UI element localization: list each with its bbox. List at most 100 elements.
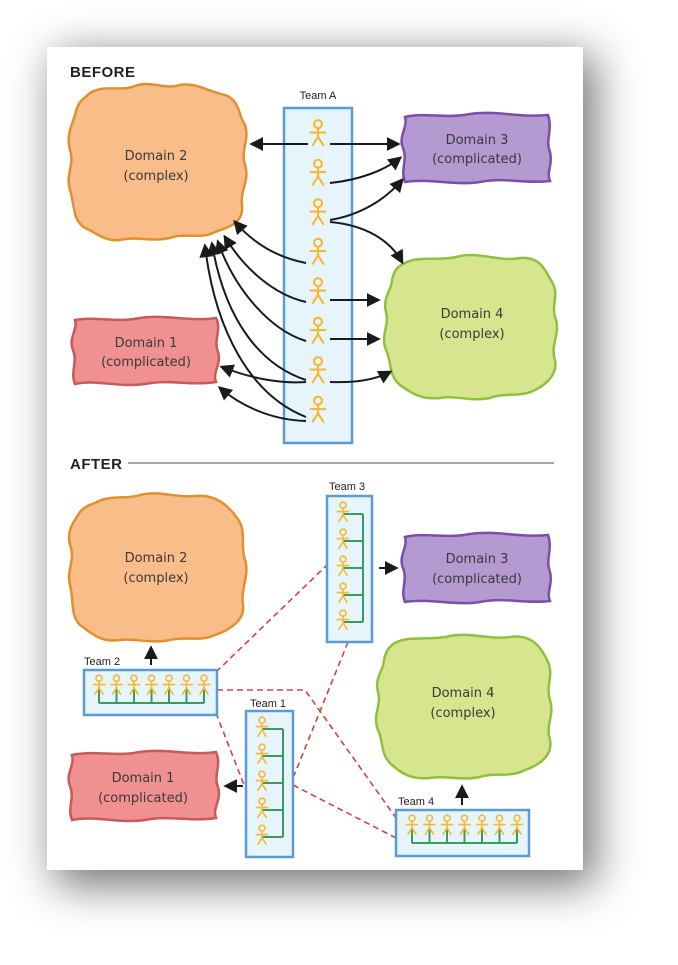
domain-3-type: (complicated) [432,572,522,587]
domain-3-type: (complicated) [432,152,522,167]
domain-2-type: (complex) [123,169,188,184]
person-icon [309,198,327,226]
person-icon [127,674,141,696]
person-icon [162,674,176,696]
person-icon [255,716,269,738]
arrow-a8-to-domain-1 [217,386,307,422]
team-1-label: Team 1 [250,698,286,710]
domain-2-name: Domain 2 [125,149,188,164]
person-icon [336,609,350,631]
domain-3-blob [400,111,552,185]
domain-3-blob [400,531,552,605]
before-domain-2: Domain 2 (complex) [67,82,248,242]
person-icon [475,814,489,836]
before-domain-1: Domain 1 (complicated) [70,315,221,387]
team-a-label: Team A [300,90,337,102]
person-icon [309,395,327,423]
team-a: Team A [282,90,354,445]
person-icon [145,674,158,696]
domain-3-name: Domain 3 [446,552,509,567]
arrow-a7-to-domain-4 [329,370,393,384]
person-icon [255,770,269,792]
arrow-a5-to-domain-2 [223,234,307,303]
arrow-a6-to-domain-2 [215,239,307,342]
team-link-lines [343,513,364,623]
person-icon [110,674,123,696]
arrow-a4-to-domain-2 [233,219,307,264]
after-domain-2: Domain 2 (complex) [67,492,248,643]
domain-2-type: (complex) [123,571,188,586]
team-link-lines [98,689,205,704]
domain-2-name: Domain 2 [125,551,188,566]
before-domain-4: Domain 4 (complex) [382,253,559,401]
person-icon [197,674,211,696]
team-link-lines [411,829,518,844]
person-icon [92,674,106,696]
person-icon [309,356,327,384]
person-icon [510,814,524,836]
arrow-a3-to-domain-4 [329,221,404,265]
team-3: Team 3 [325,481,374,644]
link-team2-team1 [215,712,247,791]
person-icon [255,743,269,765]
team-3-label: Team 3 [329,481,365,493]
team-link-lines [262,728,284,838]
person-icon [309,158,327,186]
team-3-members [336,501,364,631]
domain-4-name: Domain 4 [432,686,495,701]
arrow-a7-to-domain-2 [206,241,307,381]
domain-2-blob [67,492,248,643]
person-icon [440,814,454,836]
person-icon [423,814,436,836]
domain-1-blob [70,315,221,387]
domain-4-name: Domain 4 [441,307,504,322]
person-icon [309,316,327,344]
arrow-a3-to-domain-3 [329,177,404,221]
person-icon [336,555,350,577]
before-domain-3: Domain 3 (complicated) [400,111,552,185]
domain-1-type: (complicated) [101,355,191,370]
person-icon [336,582,350,604]
person-icon [255,797,269,819]
after-domain-3: Domain 3 (complicated) [400,531,552,605]
before-dependency-arrows [199,137,404,422]
person-icon [493,814,506,836]
link-team2-team4 [217,689,397,819]
person-icon [180,674,193,696]
arrow-a7-to-domain-1 [219,364,307,384]
link-team3-team1 [292,641,349,779]
team-2: Team 2 [82,656,219,717]
before-heading: BEFORE [70,64,136,81]
team-interaction-lines [215,564,397,839]
domain-1-type: (complicated) [98,791,188,806]
team-a-members [309,119,327,423]
arrow-a2-to-domain-3 [329,156,403,184]
after-domain-4: Domain 4 (complex) [374,633,553,780]
person-icon [458,814,471,836]
person-icon [405,814,419,836]
domain-1-name: Domain 1 [112,771,175,786]
team-1: Team 1 [244,698,295,859]
team-2-label: Team 2 [84,656,120,668]
domain-4-blob [374,633,553,780]
team-4-members [405,814,524,844]
domain-3-name: Domain 3 [446,133,509,148]
domain-1-name: Domain 1 [115,336,178,351]
person-icon [309,119,327,147]
domain-2-blob [67,82,248,242]
person-icon [309,277,327,305]
team-4-label: Team 4 [398,796,434,808]
team-a-box [282,106,354,445]
domain-4-blob [382,253,559,401]
link-team2-team3 [215,564,328,673]
after-heading: AFTER [70,456,123,473]
link-team1-team4 [292,784,397,839]
arrow-a8-to-domain-2 [199,243,307,418]
team-2-members [92,674,211,704]
domain-1-blob [67,749,221,823]
after-domain-1: Domain 1 (complicated) [67,749,221,823]
person-icon [336,501,350,523]
team-4: Team 4 [394,796,531,858]
domain-4-type: (complex) [430,706,495,721]
